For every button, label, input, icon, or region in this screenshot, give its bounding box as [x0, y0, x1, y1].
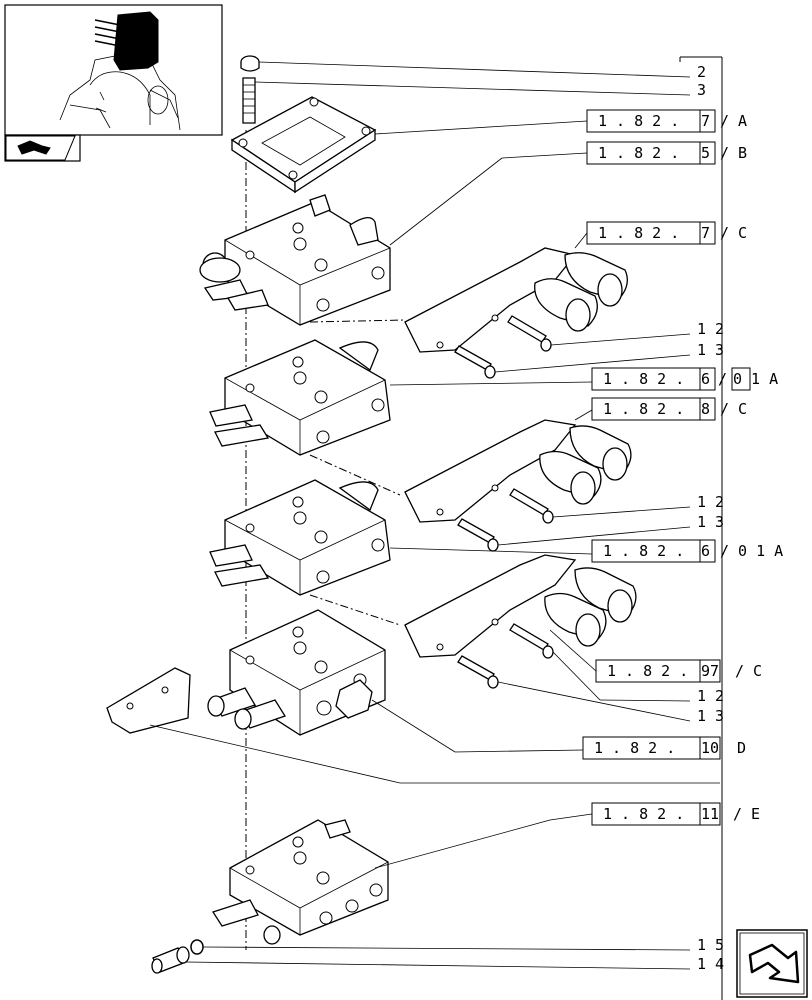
part-nut-2	[240, 55, 691, 78]
svg-text:97: 97	[701, 662, 719, 680]
fitting-axis-1	[309, 319, 406, 323]
ref-link-e[interactable]: 1 . 8 2 . 11 / E	[591, 802, 760, 826]
part-fitting-bracket-b	[404, 409, 632, 523]
svg-text:1 . 8 2 .: 1 . 8 2 .	[598, 144, 679, 162]
svg-text:1 . 8 2 .: 1 . 8 2 .	[603, 805, 684, 823]
svg-text:7: 7	[701, 112, 710, 130]
callout-13b: 1 3	[697, 513, 724, 531]
part-fitting-bracket-a	[404, 232, 628, 353]
callout-13c: 1 3	[697, 707, 724, 725]
part-valve-section-1	[199, 152, 588, 326]
callout-14: 1 4	[697, 955, 724, 973]
svg-text:0 1 A: 0 1 A	[733, 370, 778, 388]
ref-link-c2[interactable]: 1 . 8 2 . 8 / C	[591, 397, 747, 421]
svg-text:/ C: / C	[720, 224, 747, 242]
part-end-section	[211, 813, 593, 945]
previous-page-arrow-icon[interactable]	[17, 140, 51, 155]
part-screw-12b	[509, 488, 691, 524]
svg-text:5: 5	[701, 144, 710, 162]
callout-2: 2	[697, 63, 706, 81]
callout-3: 3	[697, 81, 706, 99]
callout-12a: 1 2	[697, 320, 724, 338]
part-screw-12a	[507, 315, 691, 352]
part-oring-15	[190, 939, 691, 955]
ref-link-c3[interactable]: 1 . 8 2 . 97 / C	[595, 659, 762, 683]
svg-text:8: 8	[701, 400, 710, 418]
svg-text:6: 6	[701, 370, 710, 388]
part-valve-section-4	[207, 609, 584, 753]
svg-text:/ 0 1 A: / 0 1 A	[720, 542, 783, 560]
callout-15: 1 5	[697, 936, 724, 954]
svg-text:1 . 8 2 .: 1 . 8 2 .	[594, 739, 675, 757]
svg-text:6: 6	[701, 542, 710, 560]
svg-text:1 . 8 2 .: 1 . 8 2 .	[607, 662, 688, 680]
part-valve-section-2	[209, 339, 593, 456]
part-stud-3	[242, 77, 691, 124]
callout-13a: 1 3	[697, 341, 724, 359]
part-screw-13c	[457, 655, 691, 722]
part-valve-section-3	[209, 479, 593, 596]
ref-link-a[interactable]: 1 . 8 2 . 7 / A	[586, 109, 747, 133]
ref-link-01a-1[interactable]: 1 . 8 2 . 6 / 0 1 A	[591, 367, 778, 391]
callout-12b: 1 2	[697, 493, 724, 511]
callout-12c: 1 2	[697, 687, 724, 705]
svg-text:/ A: / A	[720, 112, 747, 130]
part-plug-14	[151, 946, 691, 974]
part-cover-plate	[230, 96, 588, 194]
callout-bracket	[679, 56, 723, 1000]
thumbnail-panel[interactable]	[4, 4, 223, 162]
next-page-arrow-icon[interactable]	[736, 929, 808, 998]
ref-link-b[interactable]: 1 . 8 2 . 5 / B	[586, 141, 747, 165]
part-fitting-bracket-c	[404, 554, 637, 672]
fitting-axis-2	[309, 454, 401, 496]
svg-text:1 . 8 2 .: 1 . 8 2 .	[603, 370, 684, 388]
svg-text:/ B: / B	[720, 144, 747, 162]
part-screw-13a	[454, 345, 691, 379]
part-screw-13b	[457, 518, 691, 552]
svg-text:10: 10	[701, 739, 719, 757]
svg-text:1 . 8 2 .: 1 . 8 2 .	[603, 400, 684, 418]
part-side-plate	[106, 667, 720, 784]
part-screw-12c	[509, 623, 691, 702]
ref-link-d[interactable]: 1 . 8 2 . 10 D	[582, 736, 746, 760]
svg-text:7: 7	[701, 224, 710, 242]
svg-text:1 . 8 2 .: 1 . 8 2 .	[603, 542, 684, 560]
svg-text:1 . 8 2 .: 1 . 8 2 .	[598, 224, 679, 242]
tractor-thumbnail-icon	[59, 11, 181, 131]
svg-text:/ E: / E	[733, 805, 760, 823]
svg-text:D: D	[737, 739, 746, 757]
svg-text:11: 11	[701, 805, 719, 823]
svg-text:/: /	[718, 370, 727, 388]
ref-link-c1[interactable]: 1 . 8 2 . 7 / C	[586, 221, 747, 245]
svg-text:1 . 8 2 .: 1 . 8 2 .	[598, 112, 679, 130]
svg-text:/ C: / C	[735, 662, 762, 680]
ref-link-01a-2[interactable]: 1 . 8 2 . 6 / 0 1 A	[591, 539, 783, 563]
svg-text:/ C: / C	[720, 400, 747, 418]
